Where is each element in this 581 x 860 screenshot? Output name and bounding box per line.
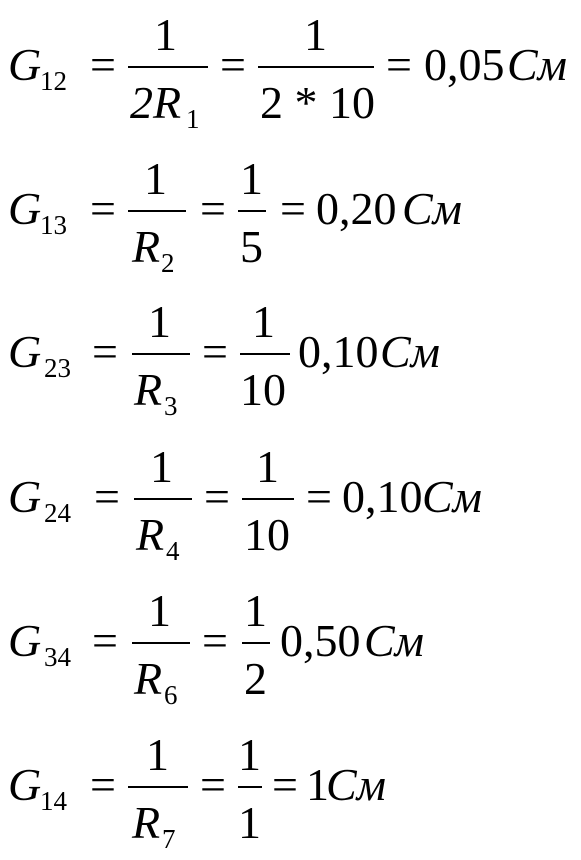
conductance-symbol: G xyxy=(8,471,42,522)
fraction-bar xyxy=(128,66,208,68)
fraction-numerator: 1 xyxy=(240,153,263,204)
conductance-subscript: 14 xyxy=(40,786,67,816)
unit-label: См xyxy=(422,471,483,522)
equals-sign: = xyxy=(92,615,118,666)
fraction-numerator: 1 xyxy=(154,9,177,60)
fraction-bar xyxy=(242,498,294,500)
equals-sign: = xyxy=(280,183,306,234)
fraction-numerator: 1 xyxy=(146,729,169,780)
resistor-subscript: 7 xyxy=(162,824,176,854)
equals-sign: = xyxy=(90,183,116,234)
unit-label: См xyxy=(364,615,425,666)
fraction-denominator: R xyxy=(132,221,161,272)
equals-sign: = xyxy=(306,471,332,522)
unit-label: См xyxy=(507,39,568,90)
result-value: 0,05 xyxy=(424,39,505,90)
fraction-denominator: 2 * 10 xyxy=(260,77,375,128)
equals-sign: = xyxy=(90,759,116,810)
fraction-denominator: R xyxy=(132,797,161,848)
equation-g23: G 23 = 1 R 3 = 1 10 0,10 См xyxy=(8,287,578,427)
fraction-bar xyxy=(242,642,270,644)
fraction-denominator: 10 xyxy=(240,364,286,415)
fraction-bar xyxy=(258,66,374,68)
conductance-subscript: 34 xyxy=(44,642,71,672)
fraction-denominator: R xyxy=(136,509,165,560)
conductance-symbol: G xyxy=(8,326,42,377)
resistor-subscript: 3 xyxy=(164,391,178,421)
fraction-numerator: 1 xyxy=(238,729,261,780)
equals-sign: = xyxy=(220,39,246,90)
conductance-subscript: 24 xyxy=(44,498,71,528)
conductance-subscript: 23 xyxy=(44,353,71,383)
resistor-subscript: 4 xyxy=(166,536,180,566)
fraction-numerator: 1 xyxy=(244,585,267,636)
fraction-denominator: 2R xyxy=(130,77,182,128)
equals-sign: = xyxy=(272,759,298,810)
unit-label: См xyxy=(402,183,463,234)
result-value: 0,50 xyxy=(280,615,361,666)
equals-sign: = xyxy=(90,39,116,90)
equals-sign: = xyxy=(200,183,226,234)
equals-sign: = xyxy=(94,471,120,522)
resistor-subscript: 2 xyxy=(161,248,175,278)
fraction-numerator: 1 xyxy=(304,9,327,60)
result-value: 0,10 xyxy=(342,471,423,522)
unit-label: См xyxy=(326,759,387,810)
result-value: 1 xyxy=(306,759,329,810)
conductance-symbol: G xyxy=(8,759,42,810)
fraction-bar xyxy=(240,353,290,355)
equation-g14: G 14 = 1 R 7 = 1 1 = 1 См xyxy=(8,720,578,860)
equation-g13: G 13 = 1 R 2 = 1 5 = 0,20 См xyxy=(8,144,578,284)
fraction-numerator: 1 xyxy=(150,441,173,492)
fraction-bar xyxy=(132,642,190,644)
result-value: 0,10 xyxy=(298,326,379,377)
conductance-subscript: 13 xyxy=(40,210,67,240)
fraction-numerator: 1 xyxy=(256,441,279,492)
fraction-denominator: 10 xyxy=(244,509,290,560)
equals-sign: = xyxy=(202,326,228,377)
fraction-numerator: 1 xyxy=(148,585,171,636)
equals-sign: = xyxy=(200,759,226,810)
fraction-bar xyxy=(128,210,186,212)
fraction-bar xyxy=(238,786,262,788)
fraction-numerator: 1 xyxy=(144,153,167,204)
conductance-subscript: 12 xyxy=(40,66,67,96)
equation-g34: G 34 = 1 R 6 = 1 2 0,50 См xyxy=(8,576,578,716)
fraction-numerator: 1 xyxy=(252,296,275,347)
equation-g24: G 24 = 1 R 4 = 1 10 = 0,10 См xyxy=(8,432,578,572)
equals-sign: = xyxy=(204,471,230,522)
fraction-bar xyxy=(128,786,188,788)
fraction-denominator: 2 xyxy=(244,653,267,704)
fraction-bar xyxy=(134,498,192,500)
resistor-subscript: 6 xyxy=(164,680,178,710)
result-value: 0,20 xyxy=(316,183,397,234)
resistor-subscript: 1 xyxy=(186,104,200,134)
fraction-denominator: R xyxy=(134,364,163,415)
fraction-bar xyxy=(238,210,266,212)
fraction-denominator: 1 xyxy=(238,797,261,848)
conductance-symbol: G xyxy=(8,183,42,234)
equals-sign: = xyxy=(92,326,118,377)
fraction-bar xyxy=(132,353,190,355)
equals-sign: = xyxy=(386,39,412,90)
fraction-denominator: 5 xyxy=(240,221,263,272)
fraction-numerator: 1 xyxy=(148,296,171,347)
equation-g12: G 12 = 1 2R 1 = 1 2 * 10 = 0,05 См xyxy=(8,0,578,140)
equals-sign: = xyxy=(202,615,228,666)
conductance-symbol: G xyxy=(8,615,42,666)
unit-label: См xyxy=(380,326,441,377)
conductance-symbol: G xyxy=(8,39,42,90)
fraction-denominator: R xyxy=(134,653,163,704)
